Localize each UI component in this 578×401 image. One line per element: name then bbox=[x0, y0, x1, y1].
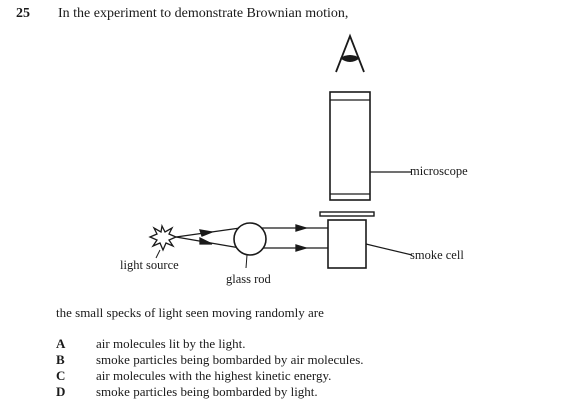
smoke-cell-label: smoke cell bbox=[410, 248, 464, 262]
glass-rod-label: glass rod bbox=[226, 272, 271, 286]
eye-icon bbox=[335, 33, 365, 73]
option-text: smoke particles being bombarded by air m… bbox=[96, 352, 364, 367]
cover-slip bbox=[319, 211, 375, 217]
microscope-label: microscope bbox=[410, 164, 468, 178]
question-stem: In the experiment to demonstrate Brownia… bbox=[58, 6, 349, 21]
light-source-label: light source bbox=[120, 258, 179, 272]
smoke-cell bbox=[327, 219, 367, 269]
option-letter: D bbox=[56, 384, 66, 399]
option-text: air molecules lit by the light. bbox=[96, 336, 246, 351]
light-rays bbox=[175, 224, 328, 252]
option-c[interactable]: C air molecules with the highest kinetic… bbox=[56, 368, 331, 384]
smoke-cell-leader bbox=[365, 243, 413, 256]
option-letter: B bbox=[56, 352, 65, 367]
option-a[interactable]: A air molecules lit by the light. bbox=[56, 336, 245, 352]
glass-rod-leader bbox=[245, 254, 248, 269]
option-d[interactable]: D smoke particles being bombarded by lig… bbox=[56, 384, 318, 400]
option-text: smoke particles being bombarded by light… bbox=[96, 384, 318, 399]
option-text: air molecules with the highest kinetic e… bbox=[96, 368, 332, 383]
option-letter: A bbox=[56, 336, 66, 351]
question-number: 25 bbox=[16, 6, 30, 21]
option-letter: C bbox=[56, 368, 66, 383]
light-source-leader bbox=[155, 249, 161, 259]
light-source-icon bbox=[148, 223, 178, 252]
option-b[interactable]: B smoke particles being bombarded by air… bbox=[56, 352, 364, 368]
glass-rod bbox=[233, 222, 267, 256]
microscope-tube bbox=[329, 91, 371, 201]
question-prompt: the small specks of light seen moving ra… bbox=[56, 305, 324, 320]
